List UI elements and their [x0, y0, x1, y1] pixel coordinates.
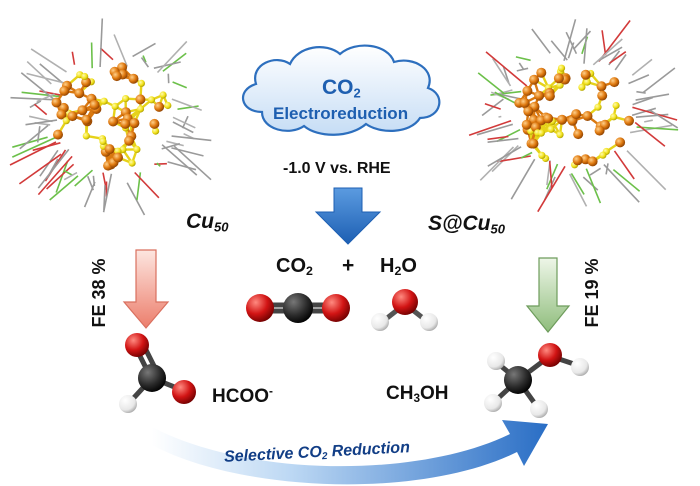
- right-fe-arrow: [525, 257, 571, 333]
- h2o-molecule: [371, 289, 438, 331]
- h2o-reactant-label: H2O: [380, 255, 417, 279]
- co2-molecule: [246, 293, 350, 323]
- co2-electroreduction-cloud: [241, 44, 441, 136]
- blue-down-arrow: [314, 187, 382, 245]
- formate-molecule: [119, 333, 196, 413]
- methanol-molecule: [484, 343, 589, 418]
- plus-sign: +: [342, 254, 355, 277]
- selective-reduction-arrow: [152, 420, 548, 485]
- right-faradaic-efficiency: FE 19 %: [582, 258, 602, 328]
- methanol-product-label: CH3OH: [386, 383, 449, 405]
- s-cu50-cluster-model: [468, 19, 679, 213]
- potential-label: -1.0 V vs. RHE: [283, 160, 391, 177]
- cloud-title-electroreduction: Electroreduction: [273, 104, 409, 123]
- cloud-title-co2: CO2: [322, 76, 361, 101]
- left-faradaic-efficiency: FE 38 %: [89, 258, 109, 328]
- cu50-cluster-model: [9, 18, 212, 216]
- co2-reactant-label: CO2: [276, 255, 313, 279]
- formate-product-label: HCOO-: [212, 385, 273, 408]
- left-fe-arrow: [122, 249, 170, 329]
- s-cu50-label: S@Cu50: [428, 212, 505, 237]
- cu50-label: Cu50: [186, 210, 229, 235]
